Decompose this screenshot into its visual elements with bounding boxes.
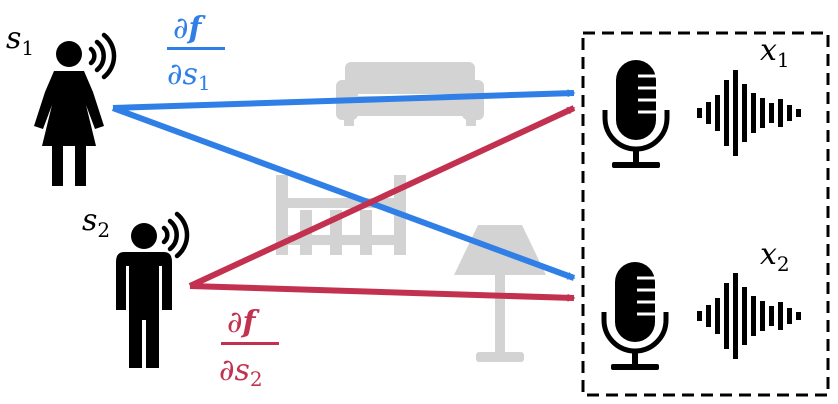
man-speaking-icon: [116, 211, 190, 368]
receiver-box: [581, 31, 830, 397]
fraction-bar: [221, 342, 279, 345]
waveform-icon: [697, 273, 801, 359]
arrow-s1-to-x2: [111, 105, 576, 281]
arrow-s1-to-x1: [112, 89, 576, 111]
arrow-s2-to-x1: [188, 105, 576, 289]
source2-paths: [188, 105, 576, 302]
microphone-icon: [602, 60, 670, 168]
partial-f-s1-numerator: ∂f: [173, 11, 207, 46]
arrow-s2-to-x2: [189, 283, 576, 302]
microphone-icon: [601, 262, 669, 370]
fraction-bar: [167, 47, 225, 50]
waveform-icon: [697, 70, 801, 156]
source1-label: s1: [6, 21, 34, 60]
source1-paths: [111, 89, 576, 281]
partial-f-s1: ∂f ∂s1: [167, 11, 225, 95]
partial-f-s1-denominator: ∂s1: [167, 57, 211, 95]
partial-f-s2-denominator: ∂s2: [219, 353, 263, 391]
mic1-label: x1: [760, 33, 790, 72]
mic2-label: x2: [760, 237, 790, 276]
source2-label: s2: [82, 203, 110, 242]
partial-f-s2: ∂f ∂s2: [219, 305, 279, 391]
woman-speaking-icon: [34, 32, 117, 186]
partial-f-s2-numerator: ∂f: [227, 305, 261, 340]
